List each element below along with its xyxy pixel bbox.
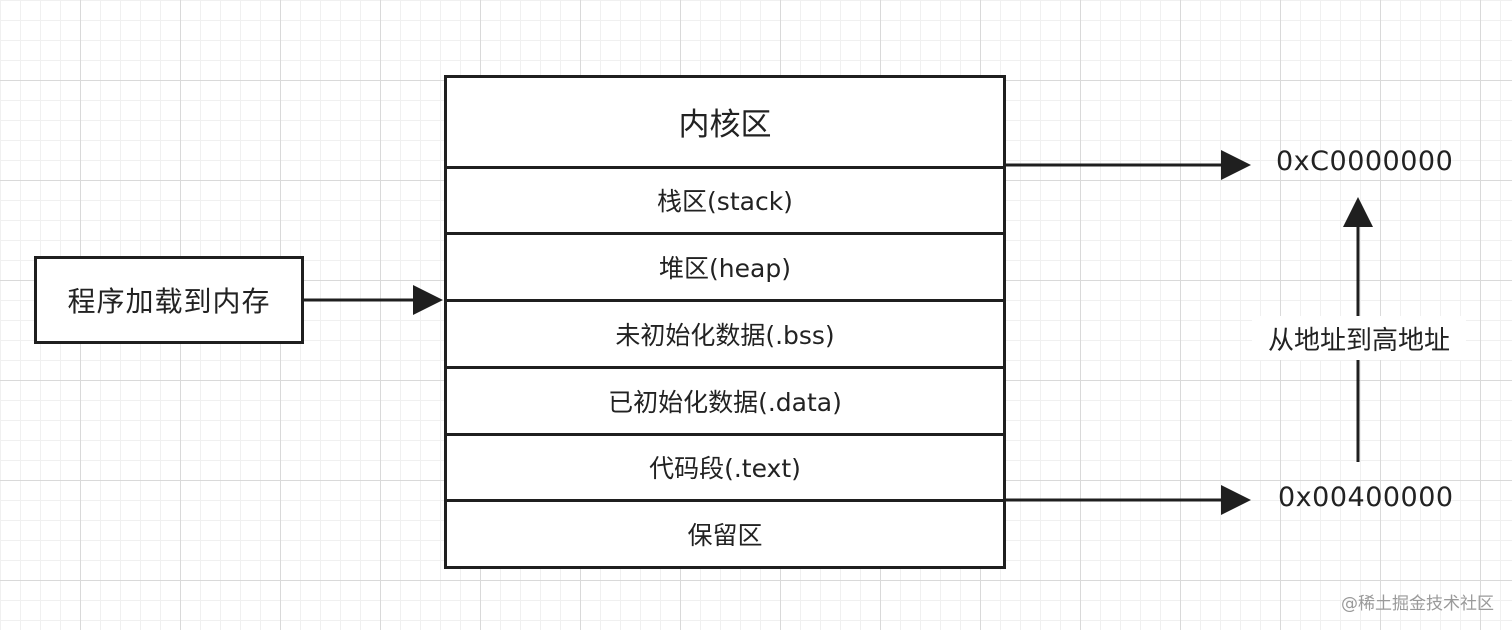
memory-layout-stack: 内核区 栈区(stack) 堆区(heap) 未初始化数据(.bss) 已初始化… bbox=[444, 75, 1006, 569]
segment-kernel: 内核区 bbox=[447, 78, 1003, 166]
program-load-box: 程序加载到内存 bbox=[34, 256, 304, 344]
segment-reserved: 保留区 bbox=[447, 499, 1003, 566]
segment-heap-label: 堆区(heap) bbox=[659, 254, 791, 284]
segment-text-label: 代码段(.text) bbox=[649, 454, 801, 484]
program-load-label: 程序加载到内存 bbox=[67, 285, 271, 318]
segment-reserved-label: 保留区 bbox=[687, 521, 763, 551]
segment-data-label: 已初始化数据(.data) bbox=[608, 387, 842, 417]
segment-kernel-label: 内核区 bbox=[678, 107, 772, 144]
segment-bss: 未初始化数据(.bss) bbox=[447, 299, 1003, 366]
segment-heap: 堆区(heap) bbox=[447, 232, 1003, 299]
low-address-label: 0x00400000 bbox=[1278, 482, 1454, 513]
segment-bss-label: 未初始化数据(.bss) bbox=[615, 320, 835, 350]
segment-data: 已初始化数据(.data) bbox=[447, 365, 1003, 433]
segment-stack: 栈区(stack) bbox=[447, 165, 1003, 233]
segment-text: 代码段(.text) bbox=[447, 432, 1003, 500]
address-direction-label: 从地址到高地址 bbox=[1252, 316, 1466, 360]
watermark-text: @稀土掘金技术社区 bbox=[1341, 594, 1494, 614]
high-address-label: 0xC0000000 bbox=[1276, 146, 1454, 177]
segment-stack-label: 栈区(stack) bbox=[657, 187, 793, 217]
